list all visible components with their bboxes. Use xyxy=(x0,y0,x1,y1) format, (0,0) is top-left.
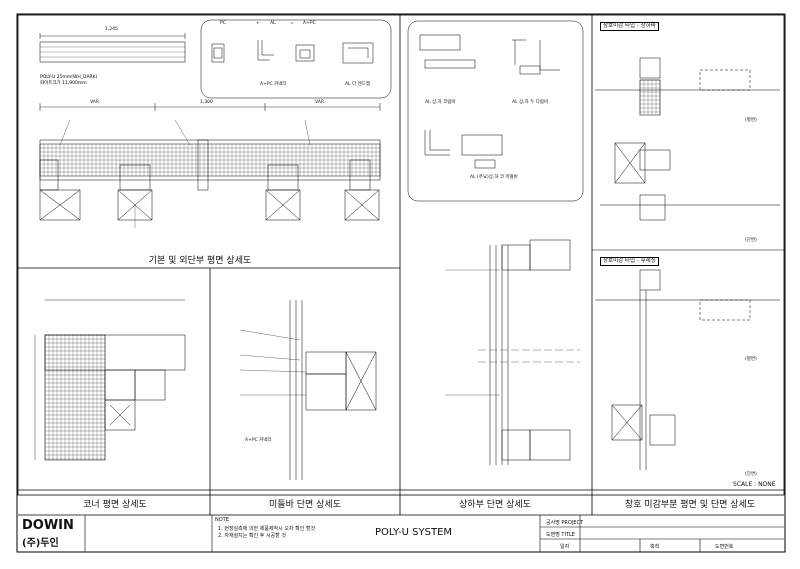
outer-frame xyxy=(16,13,786,553)
note-line-1: 1. 현장실측에 의한 제품제작시 오차 확인 할것 xyxy=(218,526,316,532)
caption-window-detail: 창호 미감부분 평면 및 단면 상세도 xyxy=(624,500,756,510)
plan-word-b: (평면) xyxy=(745,357,757,362)
system-title: POLY-U SYSTEM xyxy=(375,527,453,538)
window-a-label: 창호미감 타입 - 상하바 xyxy=(600,22,659,31)
company-logo: DOWIN xyxy=(22,518,74,533)
ap-cap-label: A+PC 커넥터 xyxy=(260,82,287,87)
dim-1245: 1,245 xyxy=(105,27,118,32)
plan-word-a: (평면) xyxy=(745,118,757,123)
title-label: 도면명 TITLE xyxy=(546,532,575,538)
caption-top-section: 상하부 단면 상세도 xyxy=(459,500,531,510)
mullion-section-drawing xyxy=(239,300,377,480)
dim-1300: 1,300 xyxy=(200,100,213,105)
plan-detail-drawing xyxy=(39,19,392,228)
poly-u-note-line2: 화이트크기 11,900mm xyxy=(40,79,87,86)
formula-eq: = xyxy=(290,21,294,26)
ap-connector-label: A+PC 커넥터 xyxy=(245,438,272,443)
scale-note: SCALE : NONE xyxy=(733,481,776,488)
corner-plan-drawing xyxy=(34,299,186,461)
section-word-a: (단면) xyxy=(745,238,757,243)
section-word-b: (단면) xyxy=(745,472,757,477)
al-corner-label: AL 상,하 코람바 xyxy=(425,100,456,105)
window-detail-drawing xyxy=(595,57,780,470)
caption-plan-detail: 기본 및 외단부 평면 상세도 xyxy=(148,256,252,266)
note-heading: NOTE xyxy=(215,517,229,523)
drawing-number-label: 도면번호 xyxy=(715,544,734,550)
dim-var-left: VAR. xyxy=(90,100,101,105)
note-line-2: 2. 자재설치는 확인 후 시공할 것 xyxy=(218,533,286,539)
date-label: 일자 xyxy=(560,544,570,550)
project-label: 공사명 PROJECT xyxy=(546,520,583,526)
al-end-cap-label: AL 다 엔드캡 xyxy=(345,82,371,87)
title-block-lines xyxy=(84,515,784,552)
poly-u-note-line1: POLY-U 25mm(WH_DARK) xyxy=(40,74,98,80)
formula-plus: + xyxy=(256,21,260,26)
formula-al: AL xyxy=(270,21,276,26)
formula-result: A+PC xyxy=(303,21,316,26)
window-b-label: 창호미감 타입 - 후레싱 xyxy=(600,257,659,266)
top-section-drawing xyxy=(407,20,584,465)
caption-mullion-section: 미들바 단면 상세도 xyxy=(269,500,341,510)
al-corner-right-label: AL 상,하 두 다람바 xyxy=(512,100,549,105)
scale-label: 축척 xyxy=(650,544,660,550)
company-name-kr: (주)두인 xyxy=(22,538,59,549)
al-cap-under-label: AL (주요)상,하 코 머즐바 xyxy=(470,175,518,180)
dim-var-right: VAR. xyxy=(315,100,326,105)
caption-corner-plan: 코너 평면 상세도 xyxy=(83,500,147,510)
formula-pc: PC xyxy=(220,21,226,26)
